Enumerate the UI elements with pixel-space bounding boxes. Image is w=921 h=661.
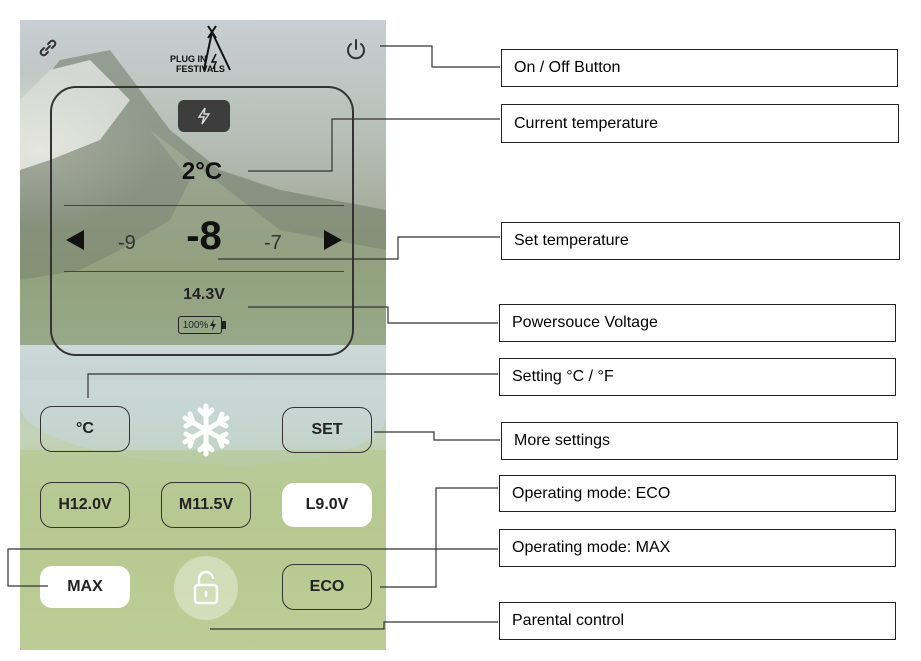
low-voltage-button[interactable]: L9.0V (282, 483, 372, 527)
set-temperature: -8 (186, 214, 222, 258)
current-temperature: 2°C (181, 158, 223, 185)
grass-background (20, 450, 386, 650)
callout-max-mode: Operating mode: MAX (499, 529, 896, 567)
eco-mode-button[interactable]: ECO (282, 564, 372, 610)
divider-bottom (64, 271, 344, 272)
voltage-readout: 14.3V (183, 286, 225, 303)
medium-voltage-button[interactable]: M11.5V (161, 482, 251, 528)
power-icon[interactable] (342, 36, 370, 64)
max-mode-button[interactable]: MAX (40, 566, 130, 608)
callout-eco-mode: Operating mode: ECO (499, 475, 896, 512)
lightning-icon (178, 100, 230, 132)
callout-unit-setting: Setting °C / °F (499, 358, 896, 396)
battery-icon: 100% (178, 316, 222, 334)
brand-logo: PLUG IN FESTIVALS (166, 24, 240, 74)
lock-icon[interactable] (174, 556, 238, 620)
battery-terminal (222, 321, 226, 329)
arrow-left-icon[interactable] (66, 230, 84, 250)
battery-percent: 100% (182, 319, 209, 331)
high-voltage-button[interactable]: H12.0V (40, 482, 130, 528)
arrow-right-icon[interactable] (324, 230, 342, 250)
previous-temperature: -9 (118, 232, 136, 254)
set-button[interactable]: SET (282, 407, 372, 453)
divider-top (64, 205, 344, 206)
callout-current-temperature: Current temperature (501, 104, 899, 143)
temperature-panel: 2°C -9 -8 -7 14.3V 100% (50, 86, 354, 356)
callout-parental-control: Parental control (499, 602, 896, 640)
callout-set-temperature: Set temperature (501, 222, 900, 260)
logo-line1: PLUG IN (170, 54, 207, 64)
link-icon[interactable] (36, 36, 60, 60)
callout-voltage: Powersouce Voltage (499, 304, 896, 342)
app-screen: PLUG IN FESTIVALS 2°C -9 -8 -7 14.3V 100… (20, 20, 386, 650)
unit-button[interactable]: °C (40, 406, 130, 452)
callout-more-settings: More settings (501, 422, 898, 460)
callout-on-off: On / Off Button (501, 49, 898, 87)
snowflake-icon (176, 400, 236, 460)
logo-line2: FESTIVALS (176, 64, 225, 74)
next-temperature: -7 (264, 232, 282, 254)
